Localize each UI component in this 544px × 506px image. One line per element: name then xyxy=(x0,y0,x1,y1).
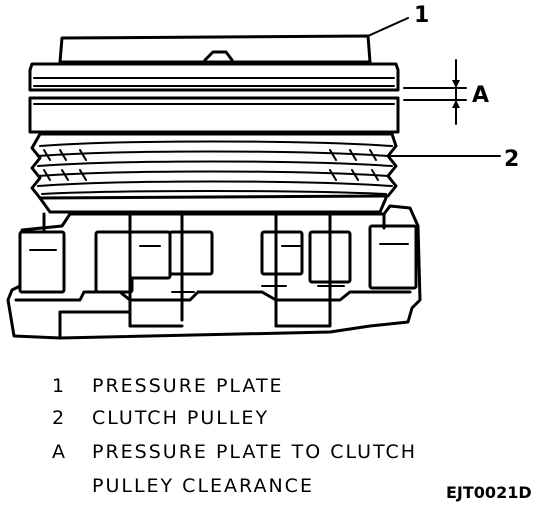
legend-text-2: CLUTCH PULLEY xyxy=(92,407,269,429)
legend-key-2: 2 xyxy=(52,407,66,429)
clearance-dimension xyxy=(403,59,467,125)
callout-1: 1 xyxy=(414,3,429,28)
leader-line-1 xyxy=(367,17,409,37)
legend-key-a: A xyxy=(52,441,67,463)
callout-a: A xyxy=(472,83,489,108)
legend-text-1: PRESSURE PLATE xyxy=(92,375,284,397)
legend-key-1: 1 xyxy=(52,375,66,397)
legend: 1 PRESSURE PLATE 2 CLUTCH PULLEY A PRESS… xyxy=(52,375,417,497)
pressure-plate xyxy=(28,34,400,92)
clutch-pulley xyxy=(28,96,400,200)
figure-id: EJT0021D xyxy=(446,483,532,502)
compressor-housing xyxy=(6,196,422,340)
callout-2: 2 xyxy=(504,147,519,172)
legend-text-a: PRESSURE PLATE TO CLUTCH xyxy=(92,441,417,463)
legend-text-a-cont: PULLEY CLEARANCE xyxy=(92,475,314,497)
